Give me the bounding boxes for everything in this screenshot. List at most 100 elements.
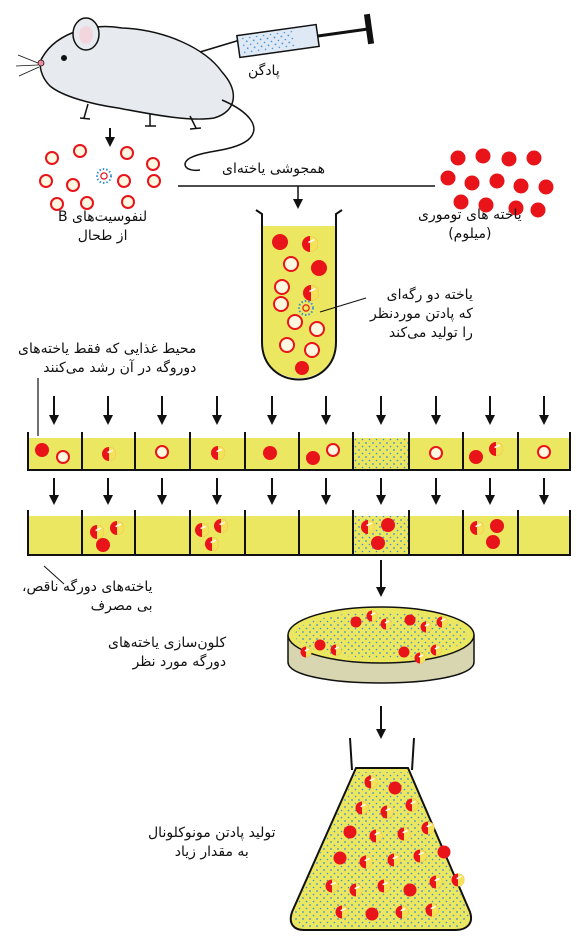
myeloma-cell xyxy=(441,171,456,186)
test-tube-icon xyxy=(256,210,366,380)
lymphocyte-cell xyxy=(275,280,289,294)
hybrid-cell xyxy=(426,904,439,917)
hybrid-cell xyxy=(302,236,318,252)
syringe-icon xyxy=(200,14,374,58)
hybrid-cell xyxy=(110,521,124,535)
culture-well xyxy=(518,510,570,555)
hybrid-cell xyxy=(102,447,116,461)
hybrid-cell xyxy=(360,856,373,869)
hybrid-cell xyxy=(361,520,375,534)
b-lymphocytes-cluster xyxy=(40,145,160,210)
hybrid-cell xyxy=(303,285,319,301)
hybrid-cell xyxy=(381,619,392,630)
hybrid-cell xyxy=(430,876,443,889)
hybrid-cell xyxy=(378,880,391,893)
myeloma-cell xyxy=(389,782,402,795)
defective-hybrids-label: یاخته‌های دورگه ناقص، بی مصرف xyxy=(22,578,153,616)
petri-dish-icon xyxy=(288,607,474,683)
hybrid-cell xyxy=(381,806,394,819)
lymphocyte-cell xyxy=(288,315,302,329)
lymphocyte-cell xyxy=(148,175,160,187)
cloning-label: کلون‌سازی یاخته‌های دورگه مورد نظر xyxy=(108,634,226,672)
lymphocyte-cell xyxy=(121,147,133,159)
culture-well xyxy=(135,510,190,555)
hybrid-cell xyxy=(301,647,312,658)
well-row-2 xyxy=(28,510,570,555)
lymphocyte-cell xyxy=(284,257,298,271)
myeloma-cell xyxy=(527,151,542,166)
lymphocyte-cell xyxy=(122,196,134,208)
myeloma-cell xyxy=(469,450,483,464)
lymphocyte-cell xyxy=(147,158,159,170)
hybrid-cell xyxy=(396,906,409,919)
myeloma-cell xyxy=(451,151,466,166)
myeloma-cell xyxy=(344,826,357,839)
myeloma-cell xyxy=(531,203,546,218)
production-label: تولید پادتن مونوکلونال به مقدار زیاد xyxy=(148,824,276,862)
hybrid-cell xyxy=(431,645,442,656)
myeloma-label: یاخته های توموری (میلوم) xyxy=(418,206,522,244)
lymphocyte-cell xyxy=(67,179,79,191)
myeloma-cell xyxy=(306,451,320,465)
mouse-icon xyxy=(16,18,254,170)
hybrid-cell xyxy=(356,802,369,815)
hybrid-cell xyxy=(365,776,378,789)
myeloma-cell xyxy=(295,361,309,375)
lymphocyte-cell xyxy=(57,451,69,463)
hybrid-cell xyxy=(195,523,209,537)
target-hybrid-cell xyxy=(97,169,111,183)
hybrid-cell xyxy=(452,874,465,887)
lymphocytes-label: لنفوسیت‌های B از طحال xyxy=(58,208,147,246)
selective-medium-label: محیط غذایی که فقط یاخته‌های دوروگه در آن… xyxy=(18,340,196,378)
myeloma-cell xyxy=(366,908,379,921)
lymphocyte-cell xyxy=(310,322,324,336)
hybrid-cell xyxy=(422,822,435,835)
lymphocyte-cell xyxy=(274,297,288,311)
hybrid-cell xyxy=(205,537,219,551)
lymphocyte-cell xyxy=(46,152,58,164)
lymphocyte-cell xyxy=(327,444,339,456)
fusion-connector xyxy=(178,186,435,204)
lymphocyte-cell xyxy=(280,338,294,352)
myeloma-cell xyxy=(35,443,49,457)
hybrid-cell xyxy=(388,854,401,867)
myeloma-cell xyxy=(263,446,277,460)
culture-well xyxy=(299,432,353,470)
hybrid-cell xyxy=(211,446,225,460)
myeloma-cell xyxy=(539,180,554,195)
myeloma-cell xyxy=(399,647,410,658)
hybrid-cell xyxy=(367,611,378,622)
culture-well xyxy=(299,510,353,555)
myeloma-cell xyxy=(476,149,491,164)
lymphocyte-cell xyxy=(40,175,52,187)
hybrid-cell xyxy=(331,645,342,656)
lymphocyte-cell xyxy=(118,175,130,187)
hybrid-cell xyxy=(336,906,349,919)
myeloma-cell xyxy=(381,518,395,532)
hybrid-cell-label: یاخته دو رگه‌ای که پادتن موردنظر را تولی… xyxy=(370,286,473,343)
fusion-label: همجوشی یاخته‌ای xyxy=(222,160,325,179)
myeloma-cell xyxy=(334,852,347,865)
hybrid-cell xyxy=(489,442,503,456)
culture-well xyxy=(409,510,463,555)
hybrid-cell xyxy=(406,799,419,812)
myeloma-cell xyxy=(490,519,504,533)
hybrid-cell xyxy=(398,828,411,841)
hybrid-cell xyxy=(421,622,432,633)
hybrid-cell xyxy=(415,653,426,664)
myeloma-cell xyxy=(490,174,505,189)
myeloma-cell xyxy=(311,260,327,276)
myeloma-cell xyxy=(351,617,362,628)
hybrid-cell xyxy=(370,830,383,843)
well-row-1 xyxy=(28,432,570,470)
arrows-row-2 xyxy=(54,478,544,500)
antibody-label: پادگن xyxy=(248,62,280,81)
lymphocyte-cell xyxy=(156,446,168,458)
myeloma-cell xyxy=(315,640,326,651)
myeloma-cell xyxy=(405,615,416,626)
lymphocyte-cell xyxy=(305,343,319,357)
myeloma-cell xyxy=(272,234,288,250)
flask-icon xyxy=(291,738,471,930)
hybrid-cell xyxy=(214,519,228,533)
hybrid-cell xyxy=(350,884,363,897)
